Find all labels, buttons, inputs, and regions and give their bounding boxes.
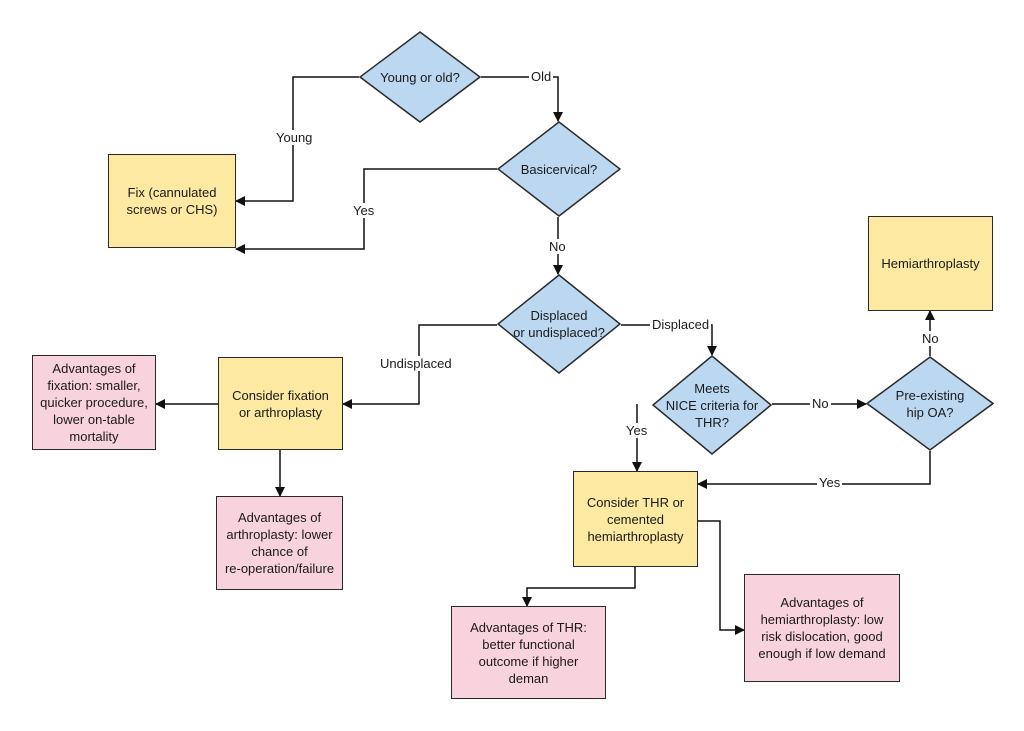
- edge-yes-preexisting: [697, 451, 931, 489]
- advantages-thr: Advantages of THR: better functional out…: [451, 606, 606, 699]
- decision-basicervical: Basicervical?: [497, 121, 621, 217]
- edge-label-yes-preexisting: Yes: [817, 475, 843, 490]
- advantages-fixation: Advantages of fixation: smaller, quicker…: [32, 355, 156, 450]
- decision-nice-criteria-text: Meets NICE criteria for THR?: [665, 380, 759, 430]
- decision-displaced-text: Displaced or undisplaced?: [513, 308, 605, 340]
- process-hemiarthroplasty: Hemiarthroplasty: [868, 216, 993, 311]
- advantages-arthroplasty: Advantages of arthroplasty: lower chance…: [216, 496, 343, 590]
- decision-preexisting-oa: Pre-existing hip OA?: [866, 356, 994, 451]
- decision-displaced: Displaced or undisplaced?: [497, 274, 621, 374]
- advantages-hemiarthroplasty: Advantages of hemiarthroplasty: low risk…: [744, 574, 900, 682]
- edge-label-yes-basicervical: Yes: [351, 203, 377, 218]
- edge-old: [481, 76, 563, 122]
- edge-to-adv-thr: [522, 567, 636, 607]
- process-consider-thr: Consider THR or cemented hemiarthroplast…: [573, 471, 698, 567]
- decision-young-or-old: Young or old?: [359, 31, 481, 123]
- edge-label-no-preexisting: No: [920, 331, 941, 346]
- edge-label-undisplaced: Undisplaced: [378, 356, 454, 371]
- process-fix: Fix (cannulated screws or CHS): [108, 154, 236, 248]
- decision-young-or-old-text: Young or old?: [380, 69, 460, 85]
- edge-label-displaced: Displaced: [650, 317, 712, 332]
- edge-label-yes-nice: Yes: [624, 423, 650, 438]
- decision-preexisting-oa-text: Pre-existing hip OA?: [895, 387, 965, 420]
- decision-nice-criteria: Meets NICE criteria for THR?: [652, 355, 772, 455]
- edge-label-young: Young: [274, 130, 315, 145]
- edge-label-no-nice: No: [810, 396, 831, 411]
- decision-basicervical-text: Basicervical?: [520, 161, 598, 177]
- edge-label-old: Old: [529, 69, 554, 84]
- process-consider-fixation: Consider fixation or arthroplasty: [218, 357, 343, 450]
- edge-to-adv-hemi: [697, 520, 745, 635]
- edge-label-no-basicervical: No: [547, 239, 568, 254]
